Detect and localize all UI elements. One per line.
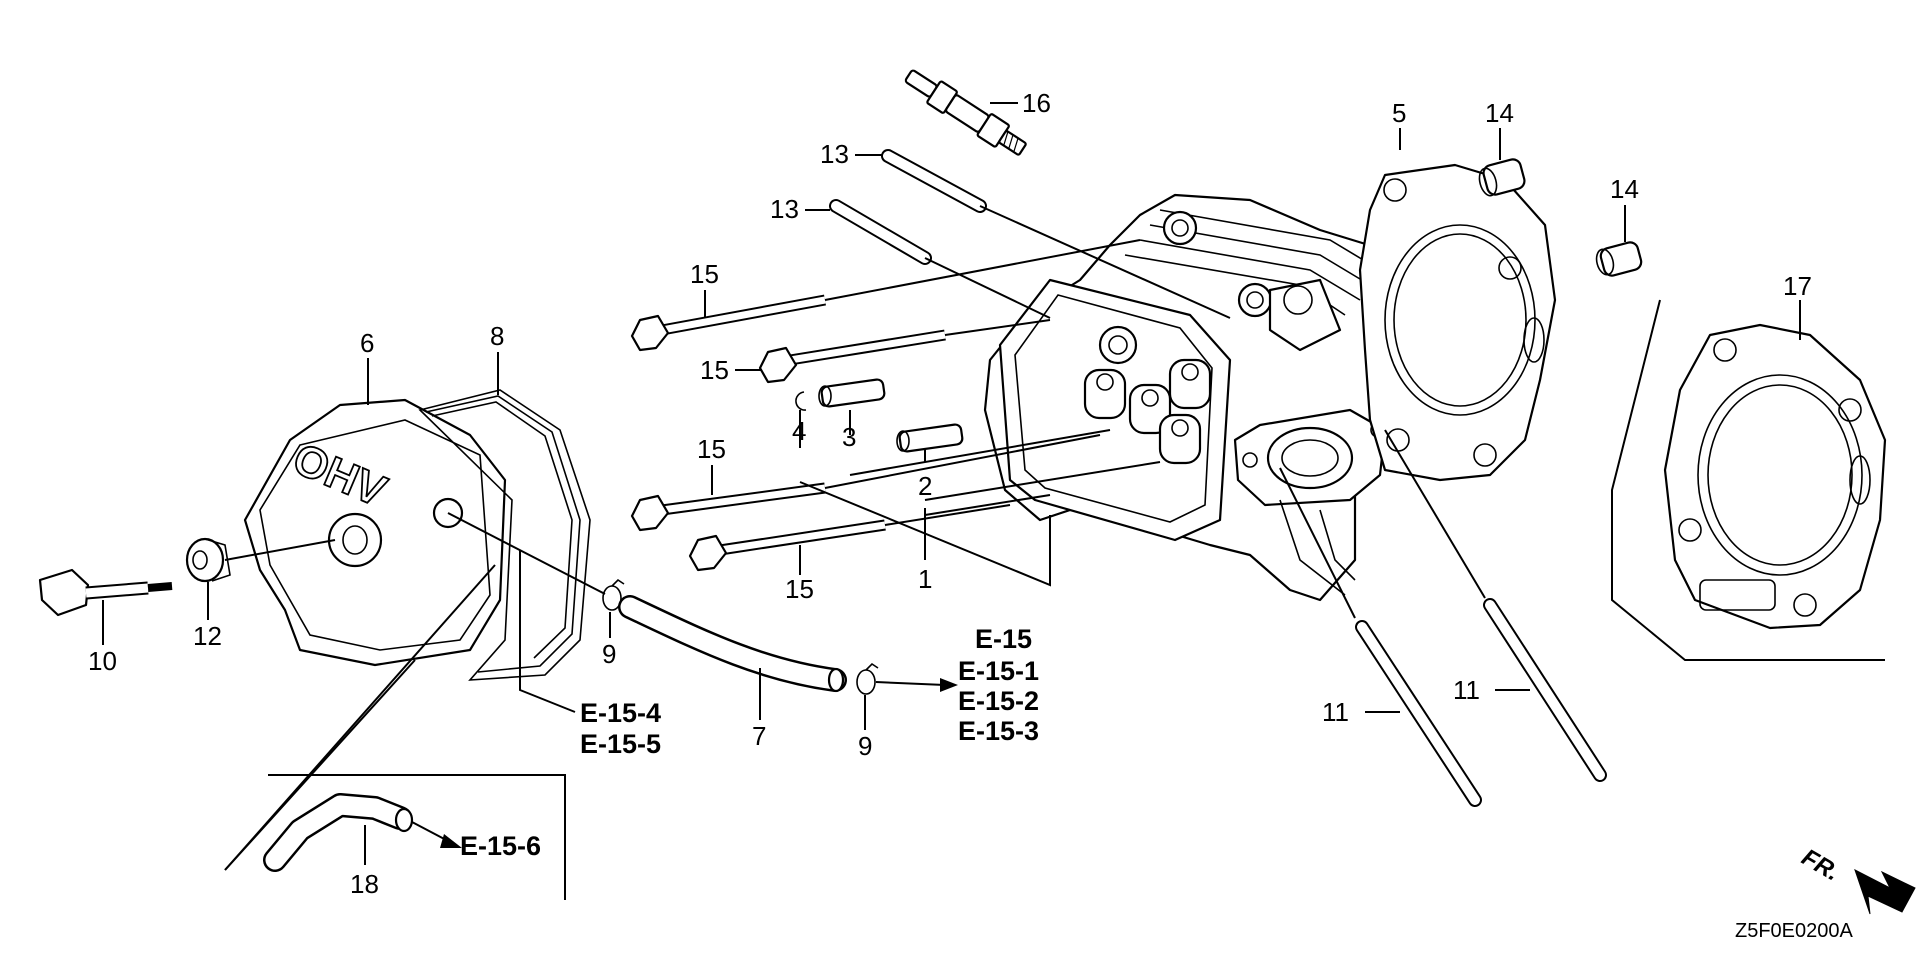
head-cover: OHV bbox=[243, 398, 507, 667]
flange-bolt bbox=[630, 294, 826, 352]
callout-7: 7 bbox=[752, 721, 766, 751]
callout-8: 8 bbox=[490, 321, 504, 351]
inset-frame bbox=[268, 774, 566, 900]
breather-tube bbox=[618, 595, 847, 693]
front-label: FR. bbox=[1797, 844, 1844, 887]
callout-18: 18 bbox=[350, 869, 379, 899]
callout-labels: 1 2 3 4 5 6 7 8 9 9 10 11 11 12 13 13 14… bbox=[88, 88, 1812, 899]
sealing-washer bbox=[185, 537, 231, 583]
callout-15-b: 15 bbox=[700, 355, 729, 385]
ref-e15-3: E-15-3 bbox=[958, 716, 1039, 746]
callout-6: 6 bbox=[360, 328, 374, 358]
callout-9-top: 9 bbox=[602, 639, 616, 669]
callout-3: 3 bbox=[842, 422, 856, 452]
cover-bolt bbox=[38, 568, 173, 617]
callout-9-bottom: 9 bbox=[858, 731, 872, 761]
callout-14-left: 14 bbox=[1485, 98, 1514, 128]
stud-bolt bbox=[829, 199, 932, 265]
ref-e15: E-15 bbox=[975, 624, 1032, 654]
breather-hose bbox=[263, 793, 414, 872]
callout-2: 2 bbox=[918, 471, 932, 501]
flange-bolt bbox=[758, 329, 946, 384]
callout-16: 16 bbox=[1022, 88, 1051, 118]
spark-plug bbox=[904, 69, 1027, 156]
ref-e15-5: E-15-5 bbox=[580, 729, 661, 759]
tube-clamp bbox=[602, 578, 625, 611]
ref-e15-1: E-15-1 bbox=[958, 656, 1039, 686]
long-stud bbox=[1355, 620, 1482, 807]
valve-guide bbox=[896, 423, 964, 453]
dowel-pin bbox=[1595, 241, 1643, 277]
flange-bolt bbox=[688, 519, 886, 572]
cylinder-head bbox=[983, 193, 1422, 602]
front-direction-marker: FR. bbox=[1797, 844, 1916, 915]
leader-lines bbox=[102, 102, 1801, 871]
callout-10: 10 bbox=[88, 646, 117, 676]
front-arrow-icon bbox=[1854, 868, 1916, 915]
ref-e15-2: E-15-2 bbox=[958, 686, 1039, 716]
callout-1: 1 bbox=[918, 564, 932, 594]
ref-e15-6: E-15-6 bbox=[460, 831, 541, 861]
cylinder-gasket bbox=[1611, 299, 1887, 661]
callout-15-c: 15 bbox=[697, 434, 726, 464]
diagram-code: Z5F0E0200A bbox=[1735, 920, 1854, 942]
callout-13-top: 13 bbox=[820, 139, 849, 169]
dowel-pin bbox=[1478, 158, 1526, 197]
callout-13-bottom: 13 bbox=[770, 194, 799, 224]
head-gasket bbox=[1358, 163, 1557, 482]
callout-11-left: 11 bbox=[1322, 697, 1349, 727]
callout-5: 5 bbox=[1392, 98, 1406, 128]
tube-clamp bbox=[856, 662, 879, 695]
callout-15-d: 15 bbox=[785, 574, 814, 604]
reference-arrows bbox=[411, 678, 958, 848]
flange-bolt bbox=[630, 482, 826, 532]
callout-11-right: 11 bbox=[1453, 675, 1480, 705]
ref-e15-4: E-15-4 bbox=[580, 698, 661, 728]
reference-labels: E-15 E-15-1 E-15-2 E-15-3 E-15-4 E-15-5 … bbox=[460, 624, 1039, 861]
cover-gasket bbox=[418, 389, 591, 681]
callout-12: 12 bbox=[193, 621, 222, 651]
valve-guide bbox=[818, 378, 886, 408]
stud-bolt bbox=[881, 149, 987, 213]
callout-14-right: 14 bbox=[1610, 174, 1639, 204]
circlip bbox=[795, 391, 807, 411]
callout-4: 4 bbox=[792, 416, 806, 446]
long-stud bbox=[1483, 598, 1607, 782]
callout-17: 17 bbox=[1783, 271, 1812, 301]
callout-15-a: 15 bbox=[690, 259, 719, 289]
